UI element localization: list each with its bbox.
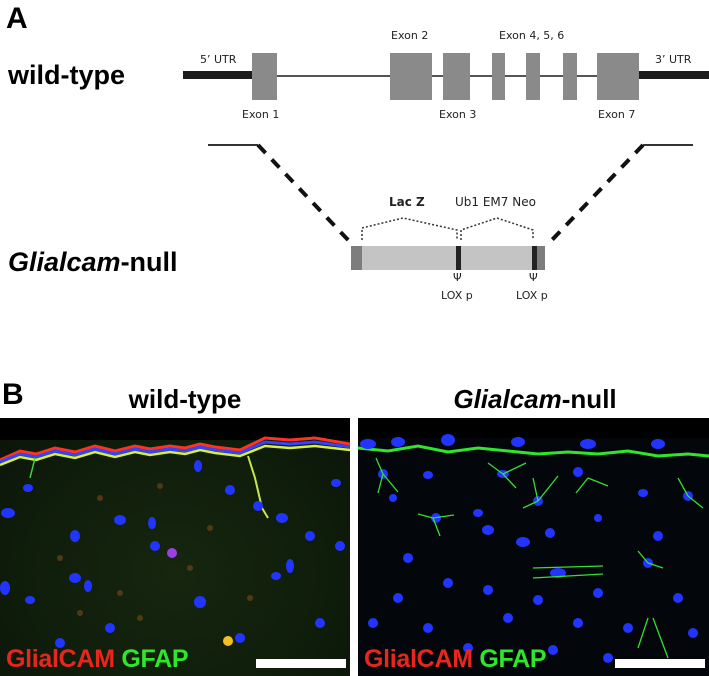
column-title-wild-type: wild-type bbox=[60, 386, 310, 412]
targeting-lines bbox=[208, 143, 693, 244]
loxp-label-2: LOX p bbox=[516, 289, 548, 302]
stain-legend-wild-type: GlialCAM GFAP bbox=[6, 645, 189, 673]
cassette-right-end bbox=[537, 246, 545, 270]
utr5-bar bbox=[183, 71, 253, 79]
loxp-site-2 bbox=[532, 246, 537, 270]
exon-3 bbox=[443, 53, 470, 100]
exon-3-label: Exon 3 bbox=[439, 108, 477, 121]
panel-a-letter: A bbox=[6, 2, 28, 35]
exon-6 bbox=[563, 53, 577, 100]
scale-bar-glialcam-null bbox=[615, 659, 705, 668]
stain-gfap: GFAP bbox=[479, 645, 547, 673]
utr5-label: 5’ UTR bbox=[200, 53, 237, 66]
exon-2-label: Exon 2 bbox=[391, 29, 429, 42]
loxp-marker-2: Ψ bbox=[529, 271, 538, 284]
title-rest: wild-type bbox=[128, 384, 242, 414]
cassette-bar bbox=[351, 246, 545, 270]
exon-1-label: Exon 1 bbox=[242, 108, 280, 121]
panel-b-letter: B bbox=[2, 378, 24, 411]
title-rest: -null bbox=[561, 384, 617, 414]
null-suffix: -null bbox=[120, 247, 178, 277]
stain-legend-glialcam-null: GlialCAM GFAP bbox=[364, 645, 547, 673]
cassette-left-end bbox=[351, 246, 362, 270]
title-italic: Glialcam bbox=[453, 384, 562, 414]
exon-7 bbox=[597, 53, 639, 100]
loxp-marker-1: Ψ bbox=[453, 271, 462, 284]
wild-type-staining bbox=[0, 418, 350, 648]
exon-1 bbox=[252, 53, 277, 100]
glialcam-null-label: Glialcam-null bbox=[8, 249, 178, 276]
stain-gfap: GFAP bbox=[121, 645, 189, 673]
loxp-site-1 bbox=[456, 246, 461, 270]
exon-7-label: Exon 7 bbox=[598, 108, 636, 121]
wild-type-label: wild-type bbox=[8, 60, 126, 90]
neo-label: Ub1 EM7 Neo bbox=[455, 195, 536, 209]
micrograph-wild-type: GlialCAM GFAP bbox=[0, 418, 350, 676]
column-title-glialcam-null: Glialcam-null bbox=[400, 386, 670, 412]
exon-5 bbox=[526, 53, 540, 100]
exon-456-label: Exon 4, 5, 6 bbox=[499, 29, 565, 42]
scale-bar-wild-type bbox=[256, 659, 346, 668]
utr3-label: 3’ UTR bbox=[655, 53, 692, 66]
glialcam-italic: Glialcam bbox=[8, 247, 121, 277]
stain-glialcam: GlialCAM bbox=[6, 645, 115, 673]
micrograph-glialcam-null: GlialCAM GFAP bbox=[358, 418, 709, 676]
null-staining bbox=[358, 418, 709, 663]
loxp-label-1: LOX p bbox=[441, 289, 473, 302]
exon-2 bbox=[390, 53, 432, 100]
exon-4 bbox=[492, 53, 505, 100]
stain-glialcam: GlialCAM bbox=[364, 645, 473, 673]
utr3-bar bbox=[639, 71, 709, 79]
lacz-label: Lac Z bbox=[389, 195, 425, 209]
